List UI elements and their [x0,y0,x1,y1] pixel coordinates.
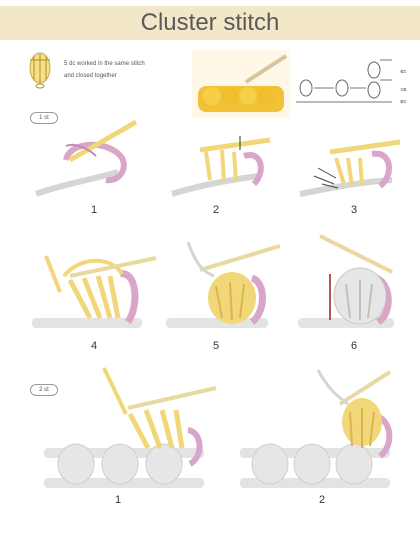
step-2st-2-illustration [240,369,393,488]
svg-text:⇒: ⇒ [400,85,407,94]
stitch-chart-diagram: ⇐ ⇒ ⇐ [296,59,407,106]
step-number: 2 [318,494,326,506]
step-2st-1-illustration [44,367,217,488]
sample-photo [192,50,290,118]
step-number: 4 [90,340,98,352]
svg-text:⇐: ⇐ [400,97,407,106]
step-5-illustration [166,241,281,328]
step-number: 6 [350,340,358,352]
step-number: 5 [212,340,220,352]
step-number: 2 [212,204,220,216]
row-tag-1: 1 st [30,112,58,124]
legend-line-2: and closed together [64,73,117,79]
step-2-illustration [171,136,271,197]
page-title: Cluster stitch [140,9,280,36]
step-number: 1 [90,204,98,216]
row-tag-2: 2 st [30,384,58,396]
step-4-illustration [32,255,157,328]
step-6-illustration [298,234,394,328]
step-1-illustration [34,119,138,197]
step-3-illustration [299,139,401,197]
svg-text:⇐: ⇐ [400,67,407,76]
cluster-symbol-icon [29,52,51,89]
step-number: 3 [350,204,358,216]
title-band: Cluster stitch [0,6,420,40]
step-number: 1 [114,494,122,506]
legend-description: 5 dc worked in the same stitch and close… [64,58,174,82]
legend-line-1: 5 dc worked in the same stitch [64,61,145,67]
